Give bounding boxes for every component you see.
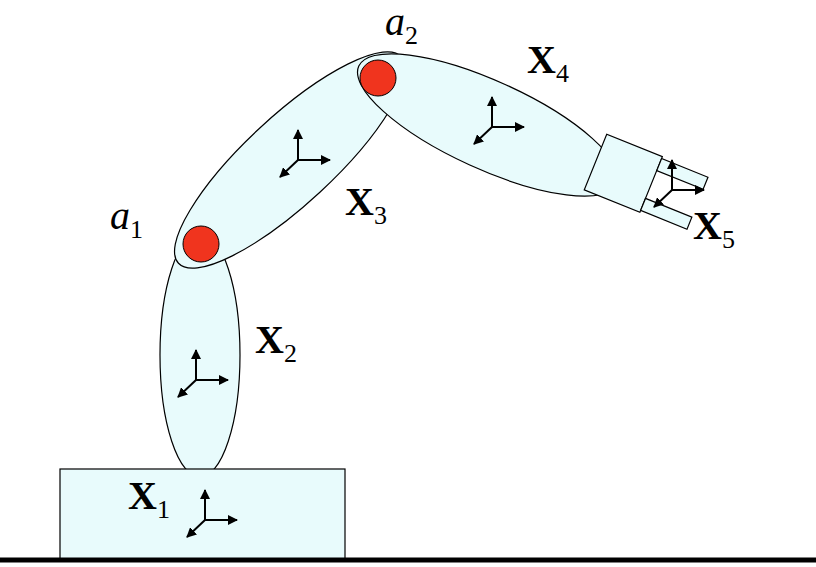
- coordinate-frame: [654, 160, 704, 207]
- frame-label: X2: [255, 320, 297, 367]
- joint-a2: [360, 60, 396, 96]
- joint-label: a1: [110, 196, 143, 243]
- ground-line: [0, 558, 816, 563]
- robot-base: [60, 469, 345, 560]
- link-4: [341, 26, 636, 224]
- joint-a1: [183, 226, 219, 262]
- frame-label: X5: [693, 206, 735, 253]
- coordinate-frame: [474, 97, 524, 144]
- link-3: [149, 24, 432, 295]
- coordinate-frame: [187, 490, 237, 537]
- coordinate-frame: [280, 130, 330, 177]
- gripper: [584, 134, 708, 231]
- frame-label: X1: [128, 476, 170, 523]
- joint-label: a2: [385, 2, 418, 49]
- frame-label: X4: [527, 40, 569, 87]
- coordinate-frame: [178, 350, 228, 397]
- link-2: [160, 233, 240, 477]
- frame-label: X3: [345, 182, 387, 229]
